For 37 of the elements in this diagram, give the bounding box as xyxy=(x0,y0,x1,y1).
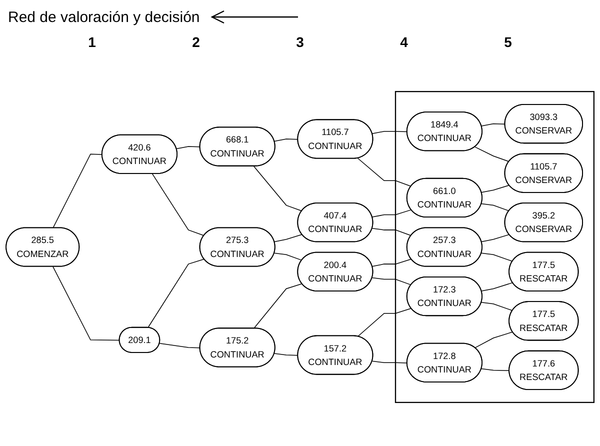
connector xyxy=(152,173,204,236)
connector xyxy=(372,258,412,267)
connector xyxy=(148,258,204,328)
connector xyxy=(52,266,120,341)
column-number: 1 xyxy=(88,34,96,52)
connector xyxy=(474,332,513,348)
cluster xyxy=(394,91,594,403)
connector xyxy=(474,146,510,162)
connector xyxy=(372,360,408,364)
connector xyxy=(274,234,302,242)
connector xyxy=(253,283,302,329)
connector xyxy=(274,138,298,142)
connector xyxy=(357,158,412,187)
connector xyxy=(481,234,510,242)
diagram-title: Red de valoración y decisión xyxy=(8,8,200,26)
connector xyxy=(372,228,412,236)
connector xyxy=(481,368,510,371)
column-number: 2 xyxy=(192,34,200,52)
connector xyxy=(159,342,201,348)
column-number: 3 xyxy=(296,34,304,52)
connector xyxy=(481,252,513,262)
connector xyxy=(481,184,510,193)
connector xyxy=(372,209,412,218)
connector xyxy=(481,282,513,292)
connector xyxy=(481,203,510,212)
connector xyxy=(253,166,302,212)
connector xyxy=(372,277,412,286)
connector xyxy=(176,146,201,150)
connector xyxy=(481,302,513,312)
connector xyxy=(52,154,103,228)
column-number: 4 xyxy=(400,34,408,52)
connector xyxy=(372,130,408,134)
connector xyxy=(274,252,302,261)
connector xyxy=(274,353,298,356)
connector xyxy=(357,308,412,337)
connector xyxy=(481,123,506,126)
column-number: 5 xyxy=(504,34,512,52)
